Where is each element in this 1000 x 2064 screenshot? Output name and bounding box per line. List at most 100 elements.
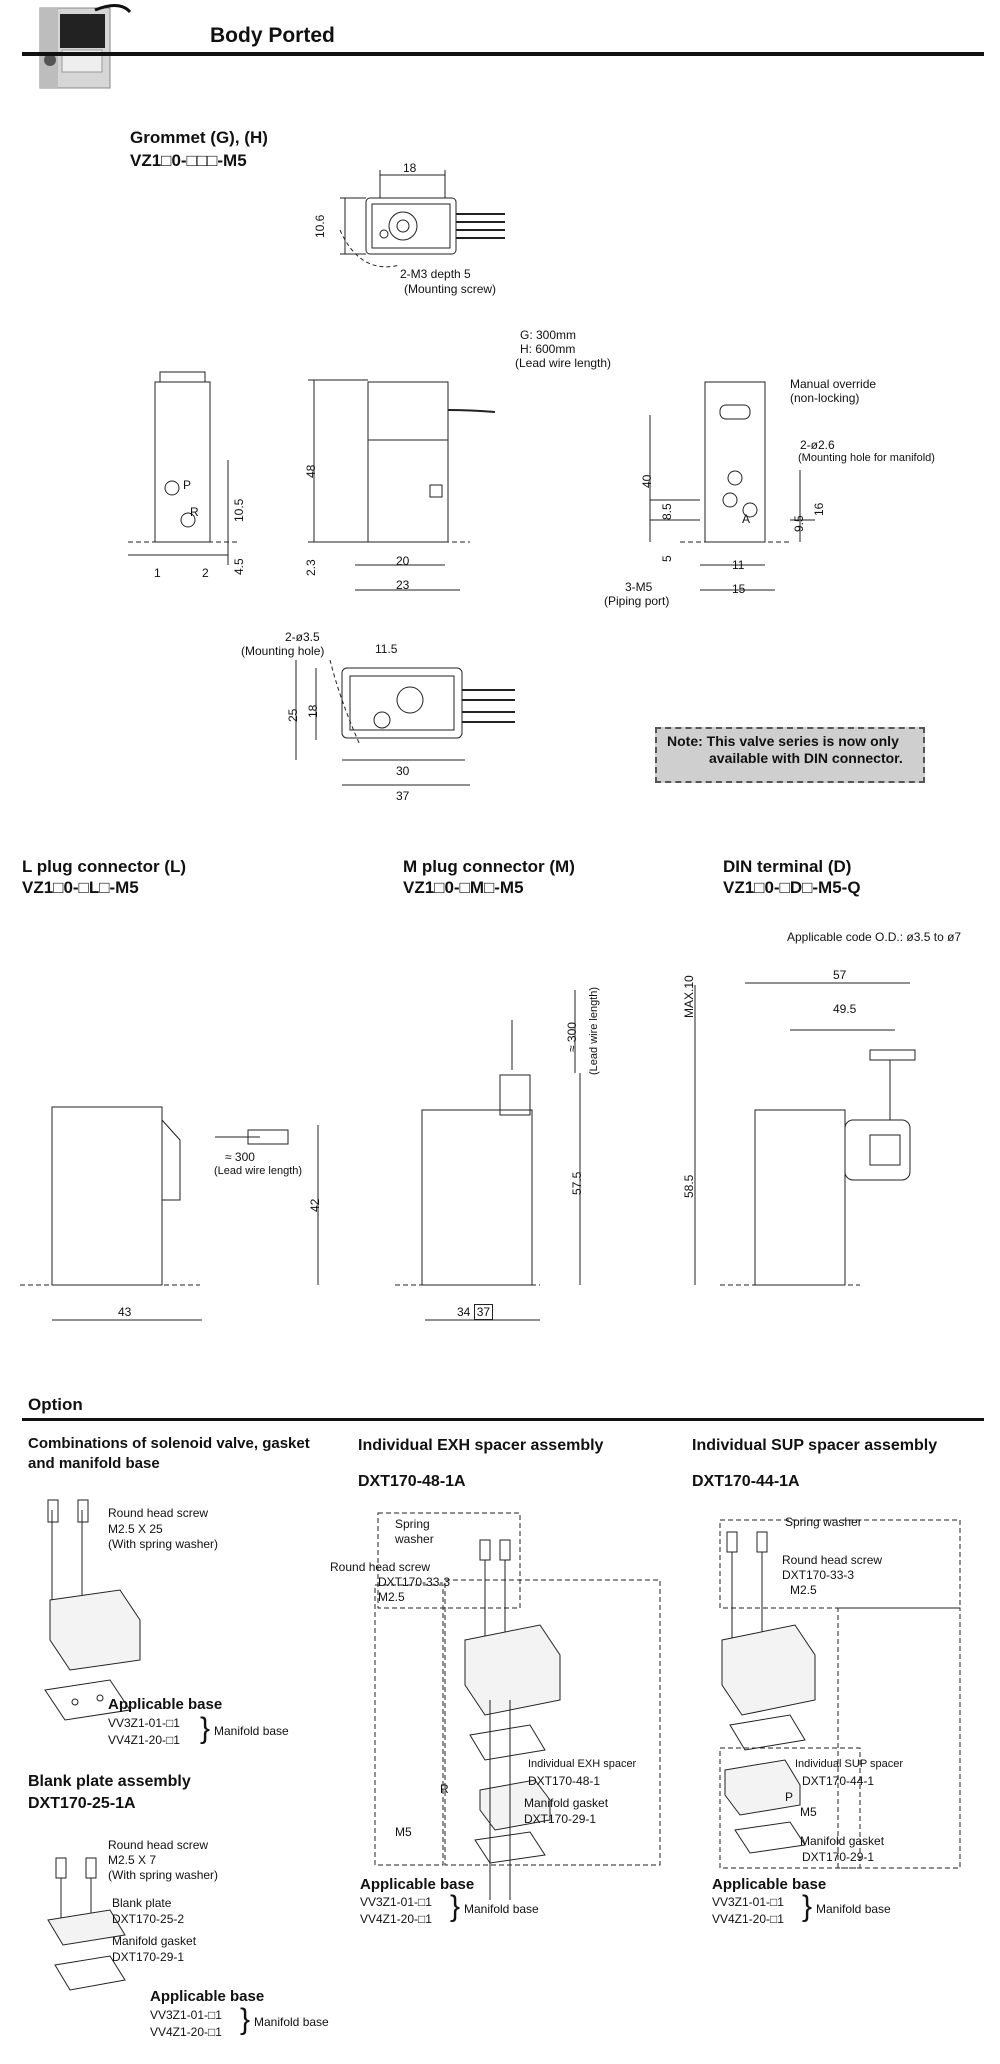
din-code: Applicable code O.D.: ø3.5 to ø7 xyxy=(787,930,962,944)
dim-1: 1 xyxy=(154,566,161,580)
combo-base-label: Manifold base xyxy=(214,1724,289,1738)
grommet-model: VZ1□0-□□□-M5 xyxy=(130,151,247,170)
combo-screw: Round head screw xyxy=(108,1506,209,1520)
lead-g: G: 300mm xyxy=(520,328,577,342)
exh-base-label: Manifold base xyxy=(464,1902,539,1916)
override-note: (non-locking) xyxy=(790,391,860,405)
sup-spacer-no: DXT170-44-1 xyxy=(802,1774,875,1788)
m-plug-model: VZ1□0-□M□-M5 xyxy=(403,878,524,897)
exh-spacer: Individual EXH spacer xyxy=(528,1758,637,1770)
dim-2: 2 xyxy=(202,566,209,580)
hole-note: (Mounting hole for manifold) xyxy=(798,452,935,464)
l-plug-width: 43 xyxy=(118,1305,132,1319)
sup-base-2: VV4Z1-20-□1 xyxy=(712,1912,784,1926)
din-note: Note: This valve series is now only avai… xyxy=(655,727,925,783)
blank-base-1: VV3Z1-01-□1 xyxy=(150,2008,222,2022)
exh-gasket: Manifold gasket xyxy=(524,1796,609,1810)
sup-base-title: Applicable base xyxy=(712,1876,827,1893)
dim-23: 23 xyxy=(396,578,410,592)
combo-title-1: Combinations of solenoid valve, gasket xyxy=(28,1435,310,1452)
blank-base-label: Manifold base xyxy=(254,2015,329,2029)
blank-base-2: VV4Z1-20-□1 xyxy=(150,2025,222,2039)
sup-model: DXT170-44-1A xyxy=(692,1473,800,1490)
blank-plate-no: DXT170-25-2 xyxy=(112,1912,185,1926)
din-title: DIN terminal (D) xyxy=(723,857,852,876)
exh-base-title: Applicable base xyxy=(360,1876,475,1893)
screw-note: (Mounting screw) xyxy=(404,282,497,296)
combo-base-1: VV3Z1-01-□1 xyxy=(108,1716,180,1730)
combo-brace: } xyxy=(200,1712,211,1745)
sup-screw-no: DXT170-33-3 xyxy=(782,1568,855,1582)
blank-brace: } xyxy=(240,2003,251,2036)
blank-plate: Blank plate xyxy=(112,1896,172,1910)
exh-gasket-no: DXT170-29-1 xyxy=(524,1812,597,1826)
exh-screw: Round head screw xyxy=(330,1560,431,1574)
exh-base-1: VV3Z1-01-□1 xyxy=(360,1895,432,1909)
sup-gasket-no: DXT170-29-1 xyxy=(802,1850,875,1864)
grommet-title: Grommet (G), (H) xyxy=(130,128,268,147)
m-plug-width: 34 37 xyxy=(457,1304,494,1320)
port-r: R xyxy=(190,505,199,519)
sup-base-1: VV3Z1-01-□1 xyxy=(712,1895,784,1909)
blank-title: Blank plate assembly xyxy=(28,1773,191,1790)
port-p: P xyxy=(183,478,192,492)
bottom-hole-label: 2-ø3.5 xyxy=(285,630,320,644)
m-plug-title: M plug connector (M) xyxy=(403,857,575,876)
combo-base-2: VV4Z1-20-□1 xyxy=(108,1733,180,1747)
combo-screw-size: M2.5 X 25 xyxy=(108,1522,163,1536)
blank-base-title: Applicable base xyxy=(150,1988,265,2005)
l-plug-model: VZ1□0-□L□-M5 xyxy=(22,878,139,897)
sup-washer: Spring washer xyxy=(785,1515,862,1529)
option-title: Option xyxy=(28,1395,83,1414)
dim-11: 11 xyxy=(732,558,745,572)
dim-20: 20 xyxy=(396,554,410,568)
dim-15: 15 xyxy=(732,582,746,596)
exh-r: R xyxy=(440,1782,449,1796)
sup-gasket: Manifold gasket xyxy=(800,1834,885,1848)
exh-base-2: VV4Z1-20-□1 xyxy=(360,1912,432,1926)
exh-screw-size: M2.5 xyxy=(378,1590,405,1604)
sup-p: P xyxy=(785,1790,794,1804)
page-title: Body Ported xyxy=(210,24,335,47)
exh-model: DXT170-48-1A xyxy=(358,1473,466,1490)
blank-screw-size: M2.5 X 7 xyxy=(108,1853,157,1867)
port-note: (Piping port) xyxy=(604,594,670,608)
l-plug-lead: ≈ 300 xyxy=(225,1150,255,1164)
exh-washer-1: Spring xyxy=(395,1517,430,1531)
lead-note: (Lead wire length) xyxy=(515,356,612,370)
blank-gasket-no: DXT170-29-1 xyxy=(112,1950,185,1964)
combo-title-2: and manifold base xyxy=(28,1455,160,1472)
combo-washer: (With spring washer) xyxy=(108,1537,219,1551)
l-plug-title: L plug connector (L) xyxy=(22,857,187,876)
screw-label: 2-M3 depth 5 xyxy=(400,267,471,281)
dim-49-5: 49.5 xyxy=(833,1002,857,1016)
exh-brace: } xyxy=(450,1890,461,1923)
sup-base-label: Manifold base xyxy=(816,1902,891,1916)
sup-screw-size: M2.5 xyxy=(790,1583,817,1597)
exh-title: Individual EXH spacer assembly xyxy=(358,1437,604,1454)
exh-screw-no: DXT170-33-3 xyxy=(378,1575,451,1589)
dim-11-5: 11.5 xyxy=(375,642,398,656)
sup-m5: M5 xyxy=(800,1805,817,1819)
exh-m5: M5 xyxy=(395,1825,412,1839)
din-model: VZ1□0-□D□-M5-Q xyxy=(723,878,861,897)
override-label: Manual override xyxy=(790,377,877,391)
blank-screw: Round head screw xyxy=(108,1838,209,1852)
valve-photo xyxy=(39,4,132,89)
dim-30: 30 xyxy=(396,764,410,778)
blank-washer: (With spring washer) xyxy=(108,1868,219,1882)
port-label: 3-M5 xyxy=(625,580,653,594)
exh-washer-2: washer xyxy=(395,1532,434,1546)
header-rule xyxy=(22,52,984,56)
sup-screw: Round head screw xyxy=(782,1553,883,1567)
port-a: A xyxy=(742,512,751,526)
blank-model: DXT170-25-1A xyxy=(28,1795,136,1812)
blank-gasket: Manifold gasket xyxy=(112,1934,197,1948)
option-rule xyxy=(22,1418,984,1421)
combo-base-title: Applicable base xyxy=(108,1696,223,1713)
l-plug-lead-note: (Lead wire length) xyxy=(214,1165,303,1177)
sup-spacer: Individual SUP spacer xyxy=(795,1758,904,1770)
sup-title: Individual SUP spacer assembly xyxy=(692,1437,938,1454)
dim-57: 57 xyxy=(833,968,847,982)
